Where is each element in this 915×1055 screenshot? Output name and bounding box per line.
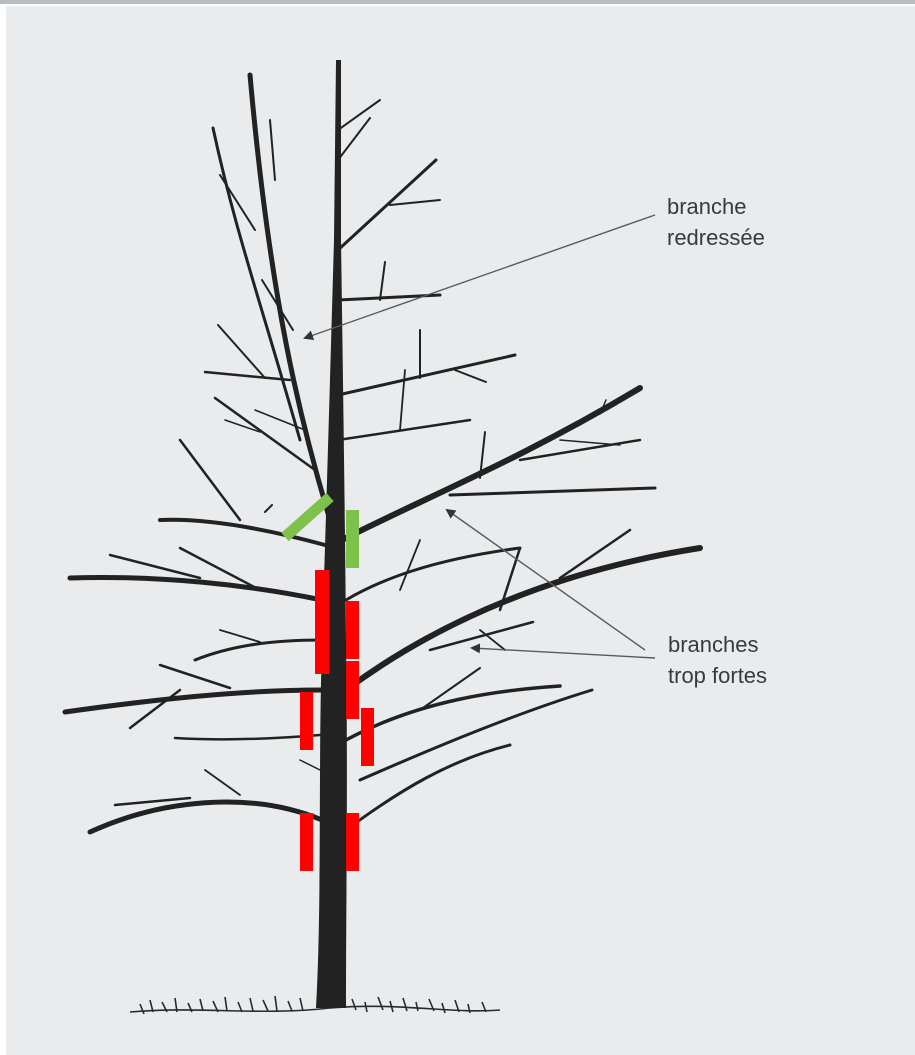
remove-cut-marker xyxy=(315,570,329,674)
remove-cut-marker xyxy=(361,708,374,766)
keep-cut-marker xyxy=(285,497,330,537)
label-strong-branches: branches trop fortes xyxy=(668,629,767,691)
remove-cut-marker xyxy=(300,813,313,871)
remove-cut-marker xyxy=(346,813,359,871)
remove-cut-marker xyxy=(300,692,313,750)
keep-cut-marker xyxy=(346,510,359,568)
remove-cut-marker xyxy=(346,661,359,719)
ground-grass xyxy=(130,996,500,1014)
tree-branches xyxy=(65,75,700,832)
remove-cut-marker xyxy=(346,601,359,659)
leader-strong-branch-upper xyxy=(447,510,645,650)
tree-trunk xyxy=(316,60,347,1008)
label-raised-branch: branche redressée xyxy=(667,191,765,253)
leader-strong-branch-lower xyxy=(472,648,655,658)
